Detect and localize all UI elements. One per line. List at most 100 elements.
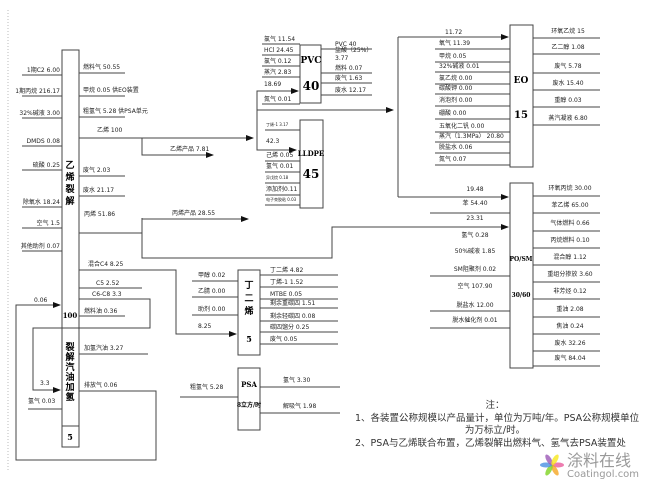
stream-label: 丙烯产品 28.55 bbox=[172, 209, 215, 217]
butadiene-output: 丁二烯 4.82 bbox=[270, 266, 303, 274]
posm-output: 丙烷燃料 0.10 bbox=[550, 236, 589, 244]
unit-capacity: 5 bbox=[246, 334, 252, 344]
cracking-input: 其他助剂 0.07 bbox=[21, 242, 60, 250]
lldpe-input: 添加剂0.11 bbox=[266, 185, 298, 193]
posm-output: 非芳烃 0.12 bbox=[553, 287, 586, 295]
pvc-input: 18.69 bbox=[264, 81, 281, 88]
pvc-output: 废气 1.63 bbox=[335, 74, 362, 82]
stream-label: 氢气 0.03 bbox=[28, 397, 55, 405]
stream-label: 排放气 0.06 bbox=[84, 381, 117, 389]
cracking-input: 1期丙烷 216.17 bbox=[15, 87, 60, 95]
stream-label: 燃料油 0.36 bbox=[84, 307, 117, 315]
pvc-input: 氯气 11.54 bbox=[264, 35, 295, 43]
unit-title: 乙烯裂解 bbox=[64, 160, 74, 207]
butadiene-output: 废气 0.05 bbox=[270, 335, 297, 343]
cracking-input: 32%碱液 3.00 bbox=[19, 109, 60, 117]
cracking-input: 1期C2 6.00 bbox=[27, 66, 60, 74]
stream-label: 丙烯 51.86 bbox=[84, 210, 115, 218]
pvc-output: 3.77 bbox=[335, 55, 349, 62]
lldpe-feed-flow bbox=[256, 138, 297, 153]
stream-label: 粗氢气 5.28 bbox=[190, 383, 223, 391]
pvc-output: 燃料 0.07 bbox=[335, 64, 362, 72]
lldpe-input: 42.3 bbox=[266, 138, 280, 145]
pvc-input: 蒸汽 2.83 bbox=[264, 68, 291, 76]
lldpe-input: 丁烯-1 3.17 bbox=[266, 121, 289, 127]
vent-recycle-flow bbox=[15, 302, 157, 461]
posm-output: 混合醇 1.12 bbox=[553, 253, 586, 261]
eo-input: 蒸汽（1.3MPa） 20.80 bbox=[439, 132, 504, 140]
cracking-input: 除氧水 18.24 bbox=[23, 198, 60, 206]
posm-output: 废水 32.26 bbox=[554, 339, 585, 347]
cracking-input: 空气 1.5 bbox=[37, 219, 61, 227]
note-line: 1、各装置公称规模以产品量计，单位为万吨/年。PSA公称规模单位 bbox=[355, 412, 640, 424]
posm-input: 19.48 bbox=[466, 186, 483, 193]
posm-output: 焦油 0.24 bbox=[556, 322, 583, 330]
unit-capacity: 5 bbox=[67, 432, 73, 442]
posm-input: 空气 107.90 bbox=[458, 282, 493, 290]
eo-output: 重醇 0.03 bbox=[554, 96, 581, 104]
unit-title: PSA bbox=[241, 380, 257, 389]
note-line: 2、PSA与乙烯联合布置，乙烯裂解出燃料气、氢气去PSA装置处 bbox=[355, 437, 626, 449]
unit-title: 丁二烯 bbox=[244, 280, 253, 317]
butadiene-input: 乙腈 0.00 bbox=[198, 287, 225, 295]
unit-capacity: 15 bbox=[514, 110, 528, 121]
watermark-logo-petal bbox=[551, 454, 559, 466]
ethylene-product-flow bbox=[141, 138, 214, 158]
mixed-c4-flow bbox=[79, 269, 237, 337]
cracking-unit-box bbox=[61, 49, 80, 448]
stream-label: 混合C4 8.25 bbox=[88, 260, 123, 268]
eo-output: 环氧乙烷 15 bbox=[551, 27, 585, 35]
pvc-output: PVC 40 bbox=[335, 41, 357, 48]
pvc-output: 盐酸（25%） bbox=[335, 46, 372, 54]
cracking-output: 甲烷 0.05 供EO装置 bbox=[83, 86, 139, 94]
stream-label: 乙烯 100 bbox=[97, 126, 123, 134]
eo-output: 蒸汽凝液 6.80 bbox=[548, 114, 587, 122]
lldpe-input: 电子束胶粘 0.03 bbox=[266, 196, 297, 202]
lldpe-input: 氢气 0.01 bbox=[266, 162, 293, 170]
eo-input: 硼酸 0.00 bbox=[439, 109, 466, 117]
posm-output: 重油 2.08 bbox=[556, 305, 583, 313]
watermark-url: Coatingol.com bbox=[567, 469, 639, 479]
posm-input: 氢气 0.28 bbox=[461, 231, 488, 239]
psa-output: 解吸气 1.98 bbox=[283, 402, 316, 410]
posm-output: 废气 84.04 bbox=[554, 354, 585, 362]
butadiene-input: 8.25 bbox=[198, 323, 212, 330]
cracking-output: 废水 21.17 bbox=[83, 186, 114, 194]
cracking-output: 粗氢气 5.28 供PSA单元 bbox=[83, 107, 148, 115]
unit-title: 裂解汽油加氢 bbox=[64, 341, 74, 403]
posm-input: 50%碱液 1.85 bbox=[455, 247, 496, 255]
lldpe-input: 异戊烷 0.18 bbox=[266, 174, 289, 180]
posm-output: 环氧丙烷 30.00 bbox=[548, 184, 591, 192]
butadiene-unit-box bbox=[237, 269, 261, 356]
unit-capacity: 100 bbox=[63, 311, 78, 320]
eo-input: 氮气 0.07 bbox=[439, 155, 466, 163]
psa-output: 氢气 3.30 bbox=[283, 376, 310, 384]
butadiene-output: MTBE 0.05 bbox=[270, 291, 302, 298]
c6c8-recycle-flow bbox=[32, 298, 151, 393]
butadiene-output: 剩余轻碳四 0.08 bbox=[270, 312, 315, 320]
watermark-logo-petal bbox=[545, 454, 553, 466]
pvc-input: 氮气 0.01 bbox=[264, 95, 291, 103]
posm-input: 脱盐水 12.00 bbox=[456, 301, 493, 309]
pvc-input: 氯气 0.12 bbox=[264, 57, 291, 65]
eo-output: 废气 5.78 bbox=[554, 62, 581, 70]
unit-capacity: 8立方/时 bbox=[237, 401, 261, 409]
eo-unit-box bbox=[509, 24, 534, 168]
watermark-logo-petal bbox=[551, 464, 559, 476]
pvc-unit-box bbox=[299, 44, 322, 104]
cracking-output: 废气 2.03 bbox=[83, 166, 110, 174]
psa-unit-box bbox=[237, 367, 261, 431]
unit-capacity: 45 bbox=[303, 167, 320, 181]
unit-title: EO bbox=[514, 76, 529, 86]
unit-title: PO/SM bbox=[510, 256, 533, 263]
stream-label: 3.3 bbox=[40, 380, 50, 387]
butadiene-output: 碳四馏分 0.25 bbox=[270, 323, 309, 331]
eo-output: 废水 15.40 bbox=[552, 79, 583, 87]
pvc-feed-flow bbox=[256, 88, 299, 150]
eo-input: 氯乙烷 0.00 bbox=[439, 74, 472, 82]
posm-input: SM阻聚剂 0.02 bbox=[454, 265, 496, 273]
eo-input: 甲烷 0.05 bbox=[439, 52, 466, 60]
eo-input: 脱盐水 0.06 bbox=[439, 143, 472, 151]
